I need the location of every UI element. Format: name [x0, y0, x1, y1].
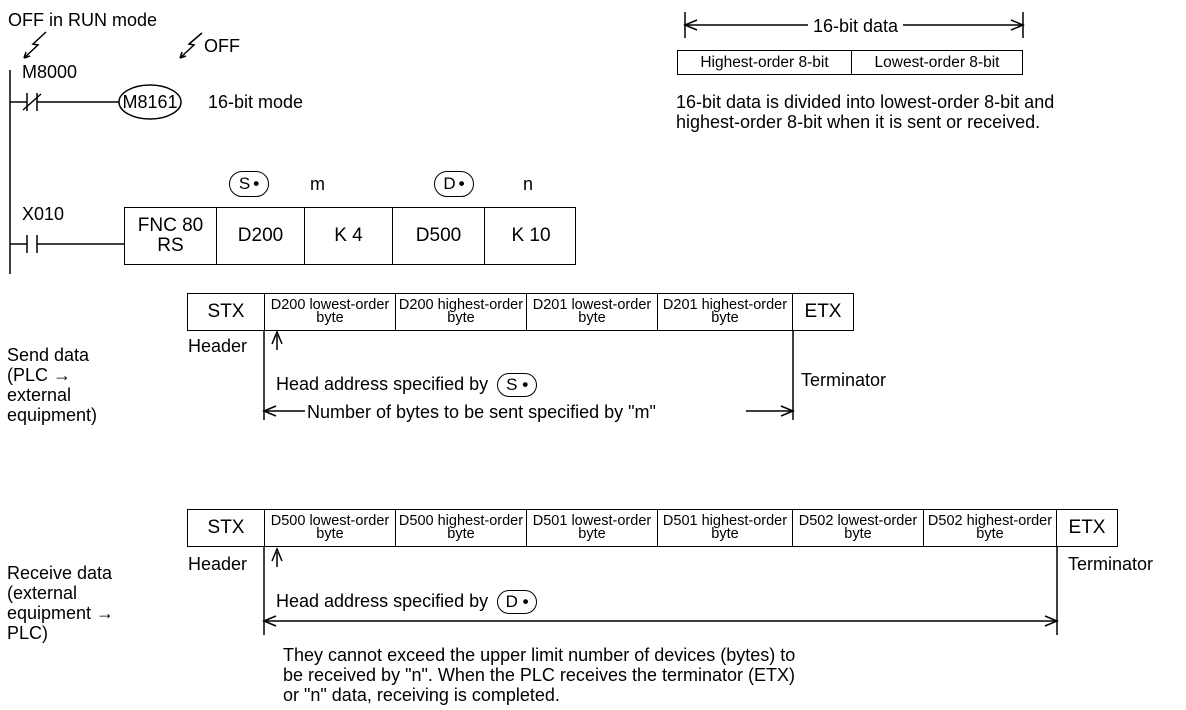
send-stx-cell: STX	[188, 294, 265, 330]
receive-head-address-text: Head address specified by	[276, 590, 489, 611]
s-operand-dot: •	[253, 174, 260, 193]
s-operand-header: S•	[229, 171, 269, 197]
receive-header-label: Header	[188, 554, 248, 574]
instruction-fnc: FNC 80	[137, 215, 204, 236]
send-head-operand: S •	[497, 373, 538, 397]
operand-m-cell: K 4	[305, 208, 393, 264]
send-head-operand-letter: S	[506, 375, 518, 394]
send-data-label: Send data (PLC → external equipment)	[7, 345, 98, 425]
receive-data-label: Receive data (external equipment → PLC)	[7, 563, 115, 643]
d-operand-letter: D	[443, 174, 456, 193]
send-terminator-label: Terminator	[801, 370, 887, 390]
receive-head-operand-dot: •	[517, 592, 529, 611]
receive-byte-cell: D502 lowest-order byte	[793, 510, 924, 546]
run-mode-off-label: OFF in RUN mode	[8, 10, 158, 30]
send-byte-cell: D200 highest-order byte	[396, 294, 527, 330]
operand-d-cell: D500	[393, 208, 485, 264]
send-frame: STX D200 lowest-order byte D200 highest-…	[187, 293, 854, 331]
receive-byte-cell: D500 lowest-order byte	[265, 510, 396, 546]
m8161-coil-label: M8161	[122, 91, 178, 112]
s-operand-letter: S	[238, 174, 251, 193]
m-operand-header: m	[310, 174, 325, 194]
send-header-label: Header	[188, 336, 248, 356]
d-operand-header: D•	[434, 171, 474, 197]
receive-byte-cell: D501 highest-order byte	[658, 510, 793, 546]
send-count-label: Number of bytes to be sent specified by …	[307, 402, 656, 422]
send-head-address-text: Head address specified by	[276, 373, 489, 394]
receive-byte-cell: D500 highest-order byte	[396, 510, 527, 546]
n-operand-header: n	[523, 174, 534, 194]
receive-frame: STX D500 lowest-order byte D500 highest-…	[187, 509, 1118, 547]
receive-head-operand: D •	[497, 590, 538, 614]
receive-terminator-label: Terminator	[1068, 554, 1154, 574]
send-byte-cell: D201 highest-order byte	[658, 294, 793, 330]
receive-etx-cell: ETX	[1068, 517, 1106, 538]
instruction-name: RS	[157, 235, 184, 256]
operand-n-cell: K 10	[511, 225, 551, 246]
receive-byte-cell: D502 highest-order byte	[924, 510, 1057, 546]
m8000-contact-label: M8000	[22, 62, 78, 82]
word-layout-note: 16-bit data is divided into lowest-order…	[676, 92, 1055, 132]
send-head-address-label: Head address specified by S •	[276, 373, 538, 397]
operand-s-cell: D200	[217, 208, 305, 264]
word-layout-table: Highest-order 8-bit Lowest-order 8-bit	[677, 50, 1023, 75]
send-etx-cell: ETX	[804, 301, 842, 322]
word-span-label: 16-bit data	[812, 16, 899, 36]
receive-byte-cell: D501 lowest-order byte	[527, 510, 658, 546]
receive-stx-cell: STX	[188, 510, 265, 546]
mode-label: 16-bit mode	[208, 92, 304, 112]
d-operand-dot: •	[458, 174, 465, 193]
high-byte-cell: Highest-order 8-bit	[678, 51, 852, 74]
receive-limit-note: They cannot exceed the upper limit numbe…	[283, 645, 796, 705]
receive-head-operand-letter: D	[505, 592, 518, 611]
send-byte-cell: D200 lowest-order byte	[265, 294, 396, 330]
send-head-operand-dot: •	[517, 375, 529, 394]
send-byte-cell: D201 lowest-order byte	[527, 294, 658, 330]
receive-head-address-label: Head address specified by D •	[276, 590, 538, 614]
x010-contact-label: X010	[22, 204, 65, 224]
low-byte-cell: Lowest-order 8-bit	[874, 53, 1000, 71]
off-label: OFF	[204, 36, 240, 56]
